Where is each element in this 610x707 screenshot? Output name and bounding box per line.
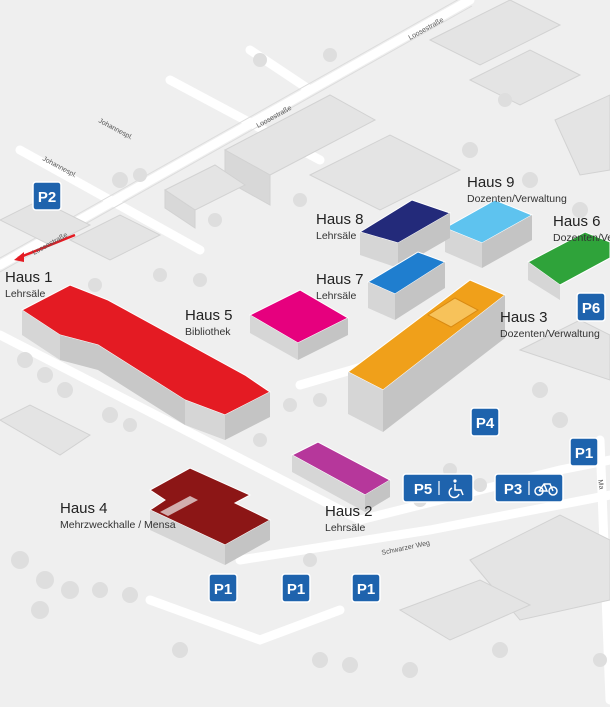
haus-3-name: Haus 3	[500, 309, 548, 326]
haus-2-name: Haus 2	[325, 503, 373, 520]
parking-p1-label-2: P1	[287, 581, 305, 598]
label-haus-3: Haus 3 Dozenten/Verwaltung	[500, 309, 600, 340]
building-haus-1[interactable]	[21, 284, 271, 440]
haus-9-name: Haus 9	[467, 174, 515, 191]
parking-p6-label: P6	[582, 300, 600, 317]
parking-p4-sign[interactable]: P4	[470, 407, 500, 437]
haus-6-sub: Dozenten/Ve	[553, 232, 610, 244]
parking-p2-sign[interactable]: P2	[32, 181, 62, 211]
haus-4-sub: Mehrzweckhalle / Mensa	[60, 519, 176, 531]
label-haus-6: Haus 6 Dozenten/Ve	[553, 213, 610, 244]
wheelchair-icon	[448, 479, 464, 499]
building-haus-7[interactable]	[366, 251, 447, 320]
haus-5-name: Haus 5	[185, 307, 233, 324]
parking-p1-sign-2[interactable]: P1	[281, 573, 311, 603]
parking-p1-label-3: P1	[357, 581, 375, 598]
street-label-schwarzer-weg: Schwarzer Weg	[381, 540, 431, 557]
haus-9-sub: Dozenten/Verwaltung	[467, 193, 567, 205]
haus-1-name: Haus 1	[5, 269, 53, 286]
parking-p3-sign[interactable]: P3	[494, 473, 564, 503]
building-haus-3[interactable]	[347, 279, 506, 432]
trees	[11, 48, 607, 678]
parking-p1-label-1: P1	[214, 581, 232, 598]
building-haus-9[interactable]	[443, 199, 534, 268]
haus-5-sub: Bibliothek	[185, 326, 231, 338]
haus-4-name: Haus 4	[60, 500, 108, 517]
parking-p3-label: P3	[504, 481, 522, 498]
label-haus-8: Haus 8 Lehrsäle	[316, 211, 364, 242]
parking-p4-label: P4	[476, 415, 495, 432]
parking-p1-sign-east[interactable]: P1	[569, 437, 599, 467]
parking-p1-sign-3[interactable]: P1	[351, 573, 381, 603]
street-label-johannespl-1: Johannespl.	[97, 118, 134, 142]
building-haus-6[interactable]	[527, 231, 610, 300]
label-haus-4: Haus 4 Mehrzweckhalle / Mensa	[60, 500, 176, 531]
background-buildings	[0, 0, 610, 641]
haus-8-sub: Lehrsäle	[316, 230, 356, 242]
haus-7-name: Haus 7	[316, 271, 364, 288]
label-haus-9: Haus 9 Dozenten/Verwaltung	[467, 174, 567, 205]
label-haus-1: Haus 1 Lehrsäle	[5, 269, 53, 300]
parking-p6-sign[interactable]: P6	[576, 292, 606, 322]
building-haus-4[interactable]	[148, 467, 272, 565]
building-haus-8[interactable]	[358, 199, 452, 268]
building-haus-5[interactable]	[248, 289, 350, 360]
parking-p1-sign-1[interactable]: P1	[208, 573, 238, 603]
haus-3-sub: Dozenten/Verwaltung	[500, 328, 600, 340]
haus-8-name: Haus 8	[316, 211, 364, 228]
street-label-ma: Ma	[596, 479, 605, 490]
direction-arrow-icon	[14, 233, 76, 262]
bicycle-icon	[534, 483, 558, 496]
haus-2-sub: Lehrsäle	[325, 522, 365, 534]
label-haus-2: Haus 2 Lehrsäle	[325, 503, 373, 534]
building-haus-2[interactable]	[290, 441, 392, 512]
parking-p2-label: P2	[38, 189, 56, 206]
parking-p5-label: P5	[414, 481, 432, 498]
haus-6-name: Haus 6	[553, 213, 601, 230]
label-haus-5: Haus 5 Bibliothek	[185, 307, 233, 338]
parking-p5-sign[interactable]: P5	[402, 473, 474, 503]
haus-1-sub: Lehrsäle	[5, 288, 45, 300]
parking-p1-label-east: P1	[575, 445, 593, 462]
haus-7-sub: Lehrsäle	[316, 290, 356, 302]
label-haus-7: Haus 7 Lehrsäle	[316, 271, 364, 302]
